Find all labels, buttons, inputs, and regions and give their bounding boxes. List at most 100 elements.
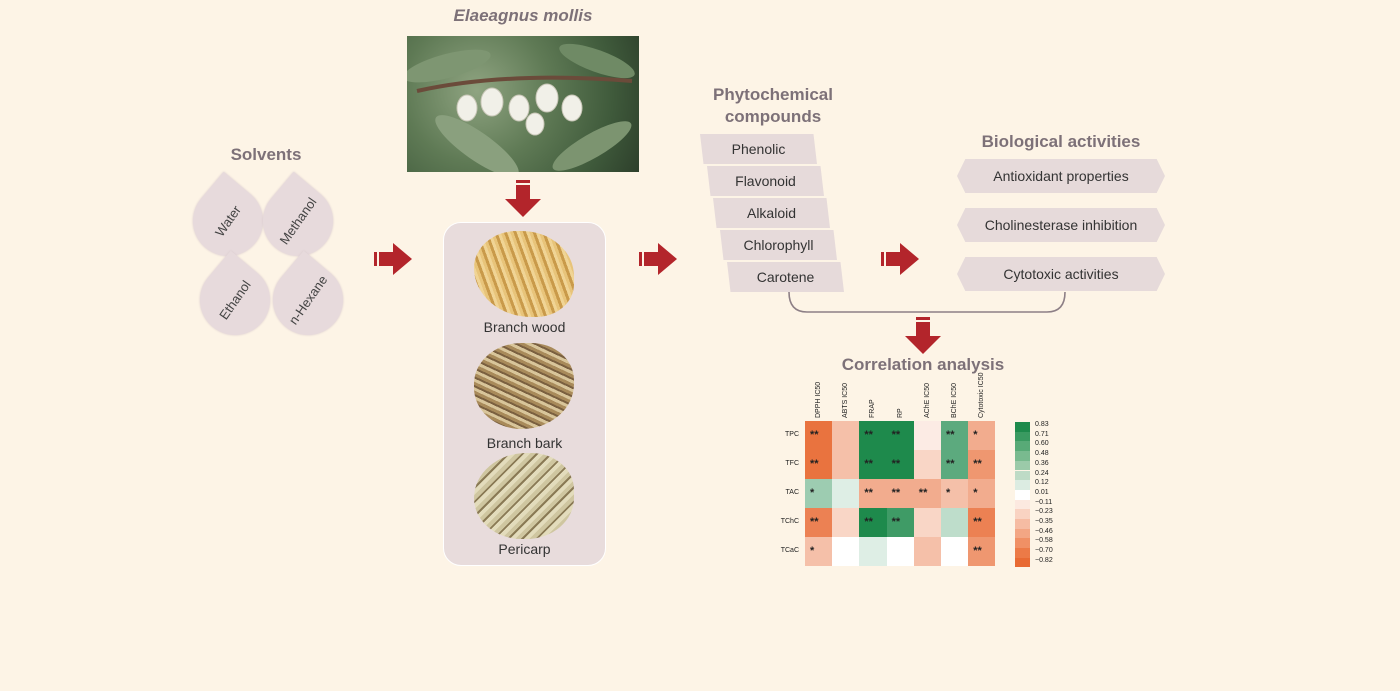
heatmap-cell [941, 508, 969, 537]
legend-label: 0.48 [1035, 450, 1049, 458]
legend-swatch [1015, 460, 1030, 471]
down-arrow-icon [505, 180, 541, 217]
corr-title: Correlation analysis [841, 355, 1005, 374]
heatmap-column-label: Cytotoxic IC50 [978, 372, 986, 418]
legend-swatch [1015, 528, 1030, 539]
heatmap-column-label: AChE IC50 [923, 382, 931, 418]
heatmap-cell: ** [805, 508, 833, 537]
solvent-drop-ethanol: Ethanol [185, 250, 285, 350]
legend-swatch [1015, 489, 1030, 500]
phyto-item-phenolic: Phenolic [700, 134, 817, 164]
heatmap-cell [913, 421, 941, 450]
plant-photo [407, 36, 639, 172]
solvent-label: Ethanol [216, 277, 254, 323]
legend-label: −0.35 [1035, 518, 1053, 525]
heatmap-cell: ** [805, 421, 833, 450]
legend-label: 0.83 [1035, 421, 1049, 428]
phyto-item-chlorophyll: Chlorophyll [720, 230, 837, 260]
solvents-title: Solvents [230, 145, 302, 164]
legend-label: 0.12 [1035, 479, 1049, 487]
heatmap-column-label: ABTS IC50 [842, 382, 850, 418]
heatmap-cell: * [805, 479, 833, 508]
legend-label: 0.24 [1035, 469, 1049, 477]
heatmap-cell [832, 479, 860, 508]
phyto-item-alkaloid: Alkaloid [713, 198, 830, 228]
legend-label: 0.36 [1035, 459, 1049, 467]
heatmap-cell [913, 537, 941, 566]
down-arrow-icon [905, 317, 941, 354]
legend-swatch [1015, 441, 1030, 452]
legend-label: −0.46 [1035, 527, 1053, 535]
heatmap-row-label: TChC [780, 518, 799, 525]
branch-wood-image [474, 231, 574, 317]
heatmap-column-label: FRAP [869, 399, 877, 418]
heatmap-cell: * [968, 421, 996, 450]
phyto-item-carotene: Carotene [727, 262, 844, 292]
heatmap-cell: * [805, 537, 833, 566]
heatmap-cell: ** [968, 537, 996, 566]
solvent-label: Methanol [276, 194, 320, 248]
heatmap-cell [913, 450, 941, 479]
heatmap-cell: ** [886, 508, 914, 537]
heatmap-cell: ** [805, 450, 833, 479]
heatmap-column-label: BChE IC50 [951, 382, 958, 418]
heatmap-cell [913, 508, 941, 537]
legend-swatch [1015, 509, 1030, 519]
heatmap-cell [859, 537, 887, 566]
sample-caption: Branch bark [486, 435, 563, 451]
legend-label: −0.82 [1035, 556, 1053, 564]
legend-swatch [1015, 548, 1030, 558]
right-arrow-icon [639, 243, 677, 275]
legend-label: 0.71 [1035, 430, 1049, 438]
legend-label: −0.23 [1035, 508, 1053, 516]
sample-caption: Branch wood [483, 319, 566, 335]
phyto-title-line: Phytochemical [713, 85, 833, 104]
heatmap-cell [941, 537, 969, 566]
phyto-title-line: compounds [724, 107, 822, 126]
heatmap-cell: ** [941, 450, 969, 479]
plant-title: Elaeagnus mollis [453, 6, 593, 25]
bio-title: Biological activities [981, 132, 1141, 151]
solvent-label: Water [212, 202, 244, 240]
heatmap-cell: ** [968, 508, 996, 537]
legend-swatch [1015, 451, 1030, 461]
heatmap-cell [832, 421, 860, 450]
bio-item-cholinesterase: Cholinesterase inhibition [957, 208, 1165, 242]
legend-swatch [1015, 499, 1030, 510]
heatmap-row-label: TPC [785, 431, 799, 438]
bio-item-antioxidant: Antioxidant properties [957, 159, 1165, 193]
heatmap-row-label: TFC [785, 460, 799, 467]
legend-swatch [1015, 422, 1030, 432]
heatmap-cell [832, 537, 860, 566]
heatmap-cell [832, 450, 860, 479]
heatmap-row-label: TCaC [780, 547, 799, 554]
samples-panel: Branch wood Branch bark Pericarp [443, 222, 606, 566]
legend-label: −0.70 [1035, 547, 1053, 555]
right-arrow-icon [881, 243, 919, 275]
legend-swatch [1015, 480, 1030, 490]
heatmap-cell: ** [886, 479, 914, 508]
bracket-connector [788, 291, 1066, 313]
legend-label: −0.58 [1035, 537, 1053, 545]
sample-caption: Pericarp [498, 541, 551, 557]
heatmap-column-label: DPPH IC50 [815, 381, 822, 418]
legend-swatch [1015, 470, 1030, 481]
heatmap-cell: ** [859, 508, 887, 537]
bio-item-cytotoxic: Cytotoxic activities [957, 257, 1165, 291]
legend-swatch [1015, 431, 1030, 442]
phyto-item-flavonoid: Flavonoid [707, 166, 824, 196]
heatmap-cell [832, 508, 860, 537]
phyto-title: Phytochemical compounds [680, 84, 866, 128]
heatmap-column-label: RP [896, 408, 904, 418]
legend-label: 0.60 [1035, 440, 1049, 448]
heatmap-cell: ** [859, 450, 887, 479]
heatmap-cell: * [968, 479, 996, 508]
heatmap-cell: ** [859, 479, 887, 508]
branch-bark-image [474, 343, 574, 429]
legend-label: 0.01 [1035, 488, 1049, 496]
heatmap-cell: ** [941, 421, 969, 450]
heatmap-cell: ** [968, 450, 996, 479]
legend-swatch [1015, 519, 1030, 529]
heatmap-cell: ** [886, 421, 914, 450]
pericarp-image [474, 453, 574, 539]
